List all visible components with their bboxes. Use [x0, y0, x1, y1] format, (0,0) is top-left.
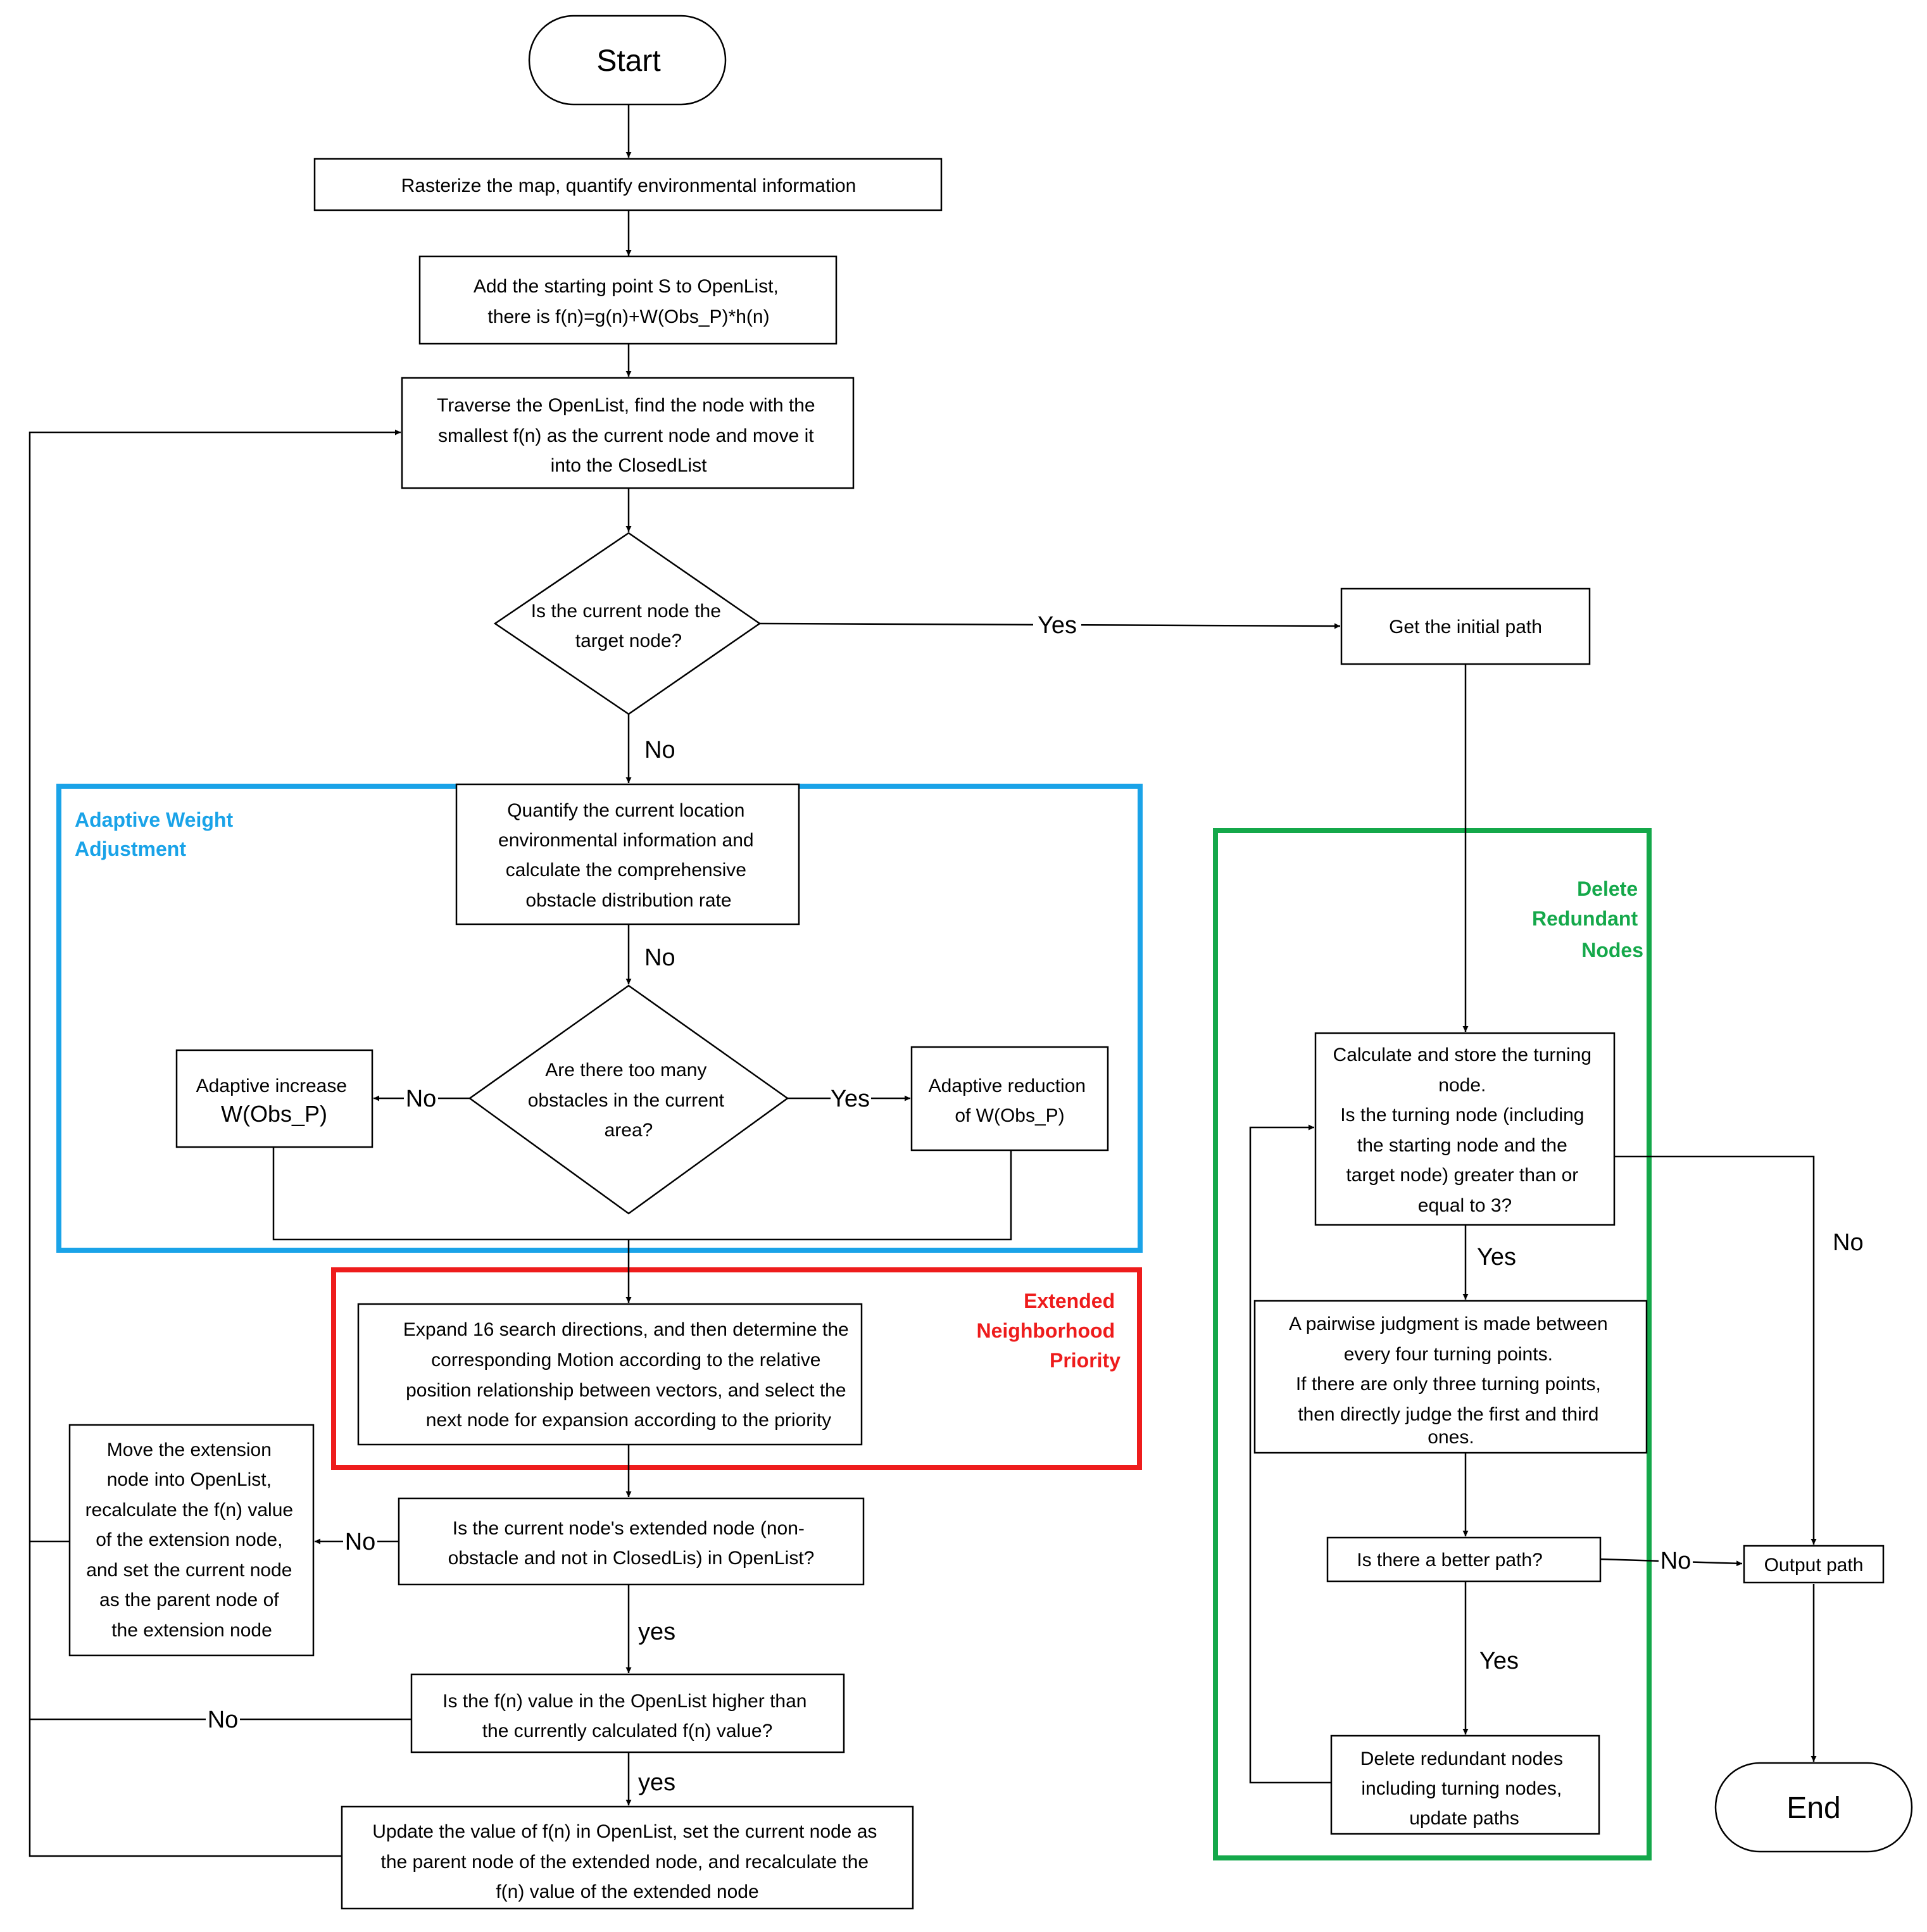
svg-text:Move the extension node: Move the extension node into OpenList, r…	[85, 1440, 299, 1641]
connectors	[28, 105, 1817, 1857]
node-end: End	[1714, 1762, 1913, 1853]
svg-text:Is the current node's extended: Is the current node's extended node (non…	[448, 1518, 815, 1569]
node-adaptive-reduction: Adaptive reduction of W(Obs_P)	[910, 1046, 1109, 1151]
svg-text:Add the starting point S to Op: Add the starting point S to OpenList, th…	[474, 276, 784, 327]
label-better-yes: Yes	[1479, 1648, 1519, 1674]
svg-text:Output path: Output path	[1764, 1555, 1864, 1576]
svg-text:Adaptive increase W(Obs_: Adaptive increase W(Obs_P)	[196, 1076, 353, 1127]
svg-text:Rasterize the map, quantify en: Rasterize the map, quantify environmenta…	[401, 175, 857, 196]
label-turning-yes: Yes	[1477, 1244, 1516, 1270]
svg-text:Update the value of f(n) in Op: Update the value of f(n) in OpenList, se…	[372, 1821, 882, 1902]
svg-text:Traverse the OpenList, find th: Traverse the OpenList, find the node wit…	[437, 395, 820, 476]
extended-neighborhood-label: Extended Neighborhood Priority	[976, 1289, 1120, 1372]
decision-is-target: Is the current node the target node?	[493, 532, 762, 715]
svg-text:Delete redundant nodes i: Delete redundant nodes including turning…	[1360, 1748, 1569, 1829]
label-higher-yes: yes	[638, 1769, 675, 1796]
svg-text:Is the f(n) value in the OpenL: Is the f(n) value in the OpenList higher…	[443, 1691, 812, 1741]
node-expand-directions: Expand 16 search directions, and then de…	[357, 1303, 863, 1446]
svg-text:A pairwise judgment is made be: A pairwise judgment is made between ever…	[1289, 1314, 1613, 1448]
delete-redundant-group	[1213, 828, 1652, 1860]
label-openlist-yes: yes	[638, 1619, 675, 1645]
label-target-no: No	[644, 737, 675, 763]
node-move-extension: Move the extension node into OpenList, r…	[68, 1424, 315, 1657]
decision-turning-nodes: Calculate and store the turning node. Is…	[1314, 1032, 1616, 1226]
node-update-fn: Update the value of f(n) in OpenList, se…	[341, 1805, 914, 1910]
svg-text:Start: Start	[596, 44, 660, 78]
label-turning-no: No	[1833, 1229, 1864, 1256]
node-delete-redundant: Delete redundant nodes including turning…	[1330, 1734, 1600, 1835]
svg-text:Is the current node the: Is the current node the target node?	[531, 601, 727, 651]
svg-text:Get the initial path: Get the initial path	[1389, 617, 1542, 637]
svg-text:Quantify the current location: Quantify the current location environmen…	[498, 800, 759, 911]
svg-text:Expand 16 search directions, a: Expand 16 search directions, and then de…	[403, 1319, 854, 1431]
label-target-yes: Yes	[1038, 612, 1077, 639]
svg-text:Adaptive reduction of W(: Adaptive reduction of W(Obs_P)	[929, 1076, 1091, 1126]
label-quantify-no: No	[644, 944, 675, 971]
decision-fn-higher: Is the f(n) value in the OpenList higher…	[410, 1673, 845, 1753]
adaptive-weight-label: Adaptive Weight Adjustment	[75, 808, 239, 860]
svg-text:Calculate and store the turnin: Calculate and store the turning node. Is…	[1333, 1044, 1597, 1216]
decision-too-many-obstacles: Are there too many obstacles in the curr…	[468, 984, 789, 1215]
node-traverse: Traverse the OpenList, find the node wit…	[401, 377, 855, 489]
svg-text:Are there too many obsta: Are there too many obstacles in the curr…	[528, 1060, 730, 1141]
node-initial-path: Get the initial path	[1340, 587, 1591, 665]
node-pairwise-judgment: A pairwise judgment is made between ever…	[1253, 1300, 1648, 1454]
label-too-many-yes: Yes	[831, 1086, 870, 1112]
extended-neighborhood-group	[331, 1267, 1142, 1470]
node-output-path: Output path	[1743, 1545, 1885, 1584]
label-higher-no: No	[208, 1707, 239, 1733]
edge-labels: Yes No No No Yes No yes No yes Yes No No…	[206, 608, 1864, 1796]
decision-in-openlist: Is the current node's extended node (non…	[398, 1497, 865, 1586]
node-quantify: Quantify the current location environmen…	[455, 783, 800, 925]
node-start: Start	[528, 15, 727, 106]
label-too-many-no: No	[406, 1086, 437, 1112]
svg-text:End: End	[1786, 1791, 1840, 1825]
node-add-start: Add the starting point S to OpenList, th…	[418, 255, 838, 345]
label-better-no: No	[1660, 1548, 1692, 1574]
label-openlist-no: No	[345, 1529, 376, 1555]
delete-redundant-label: Delete Redundant Nodes	[1532, 877, 1643, 962]
svg-text:Is there a better path?: Is there a better path?	[1357, 1550, 1543, 1571]
node-adaptive-increase: Adaptive increase W(Obs_P)	[175, 1049, 373, 1148]
node-rasterize: Rasterize the map, quantify environmenta…	[313, 158, 943, 211]
decision-better-path: Is there a better path?	[1326, 1536, 1602, 1583]
